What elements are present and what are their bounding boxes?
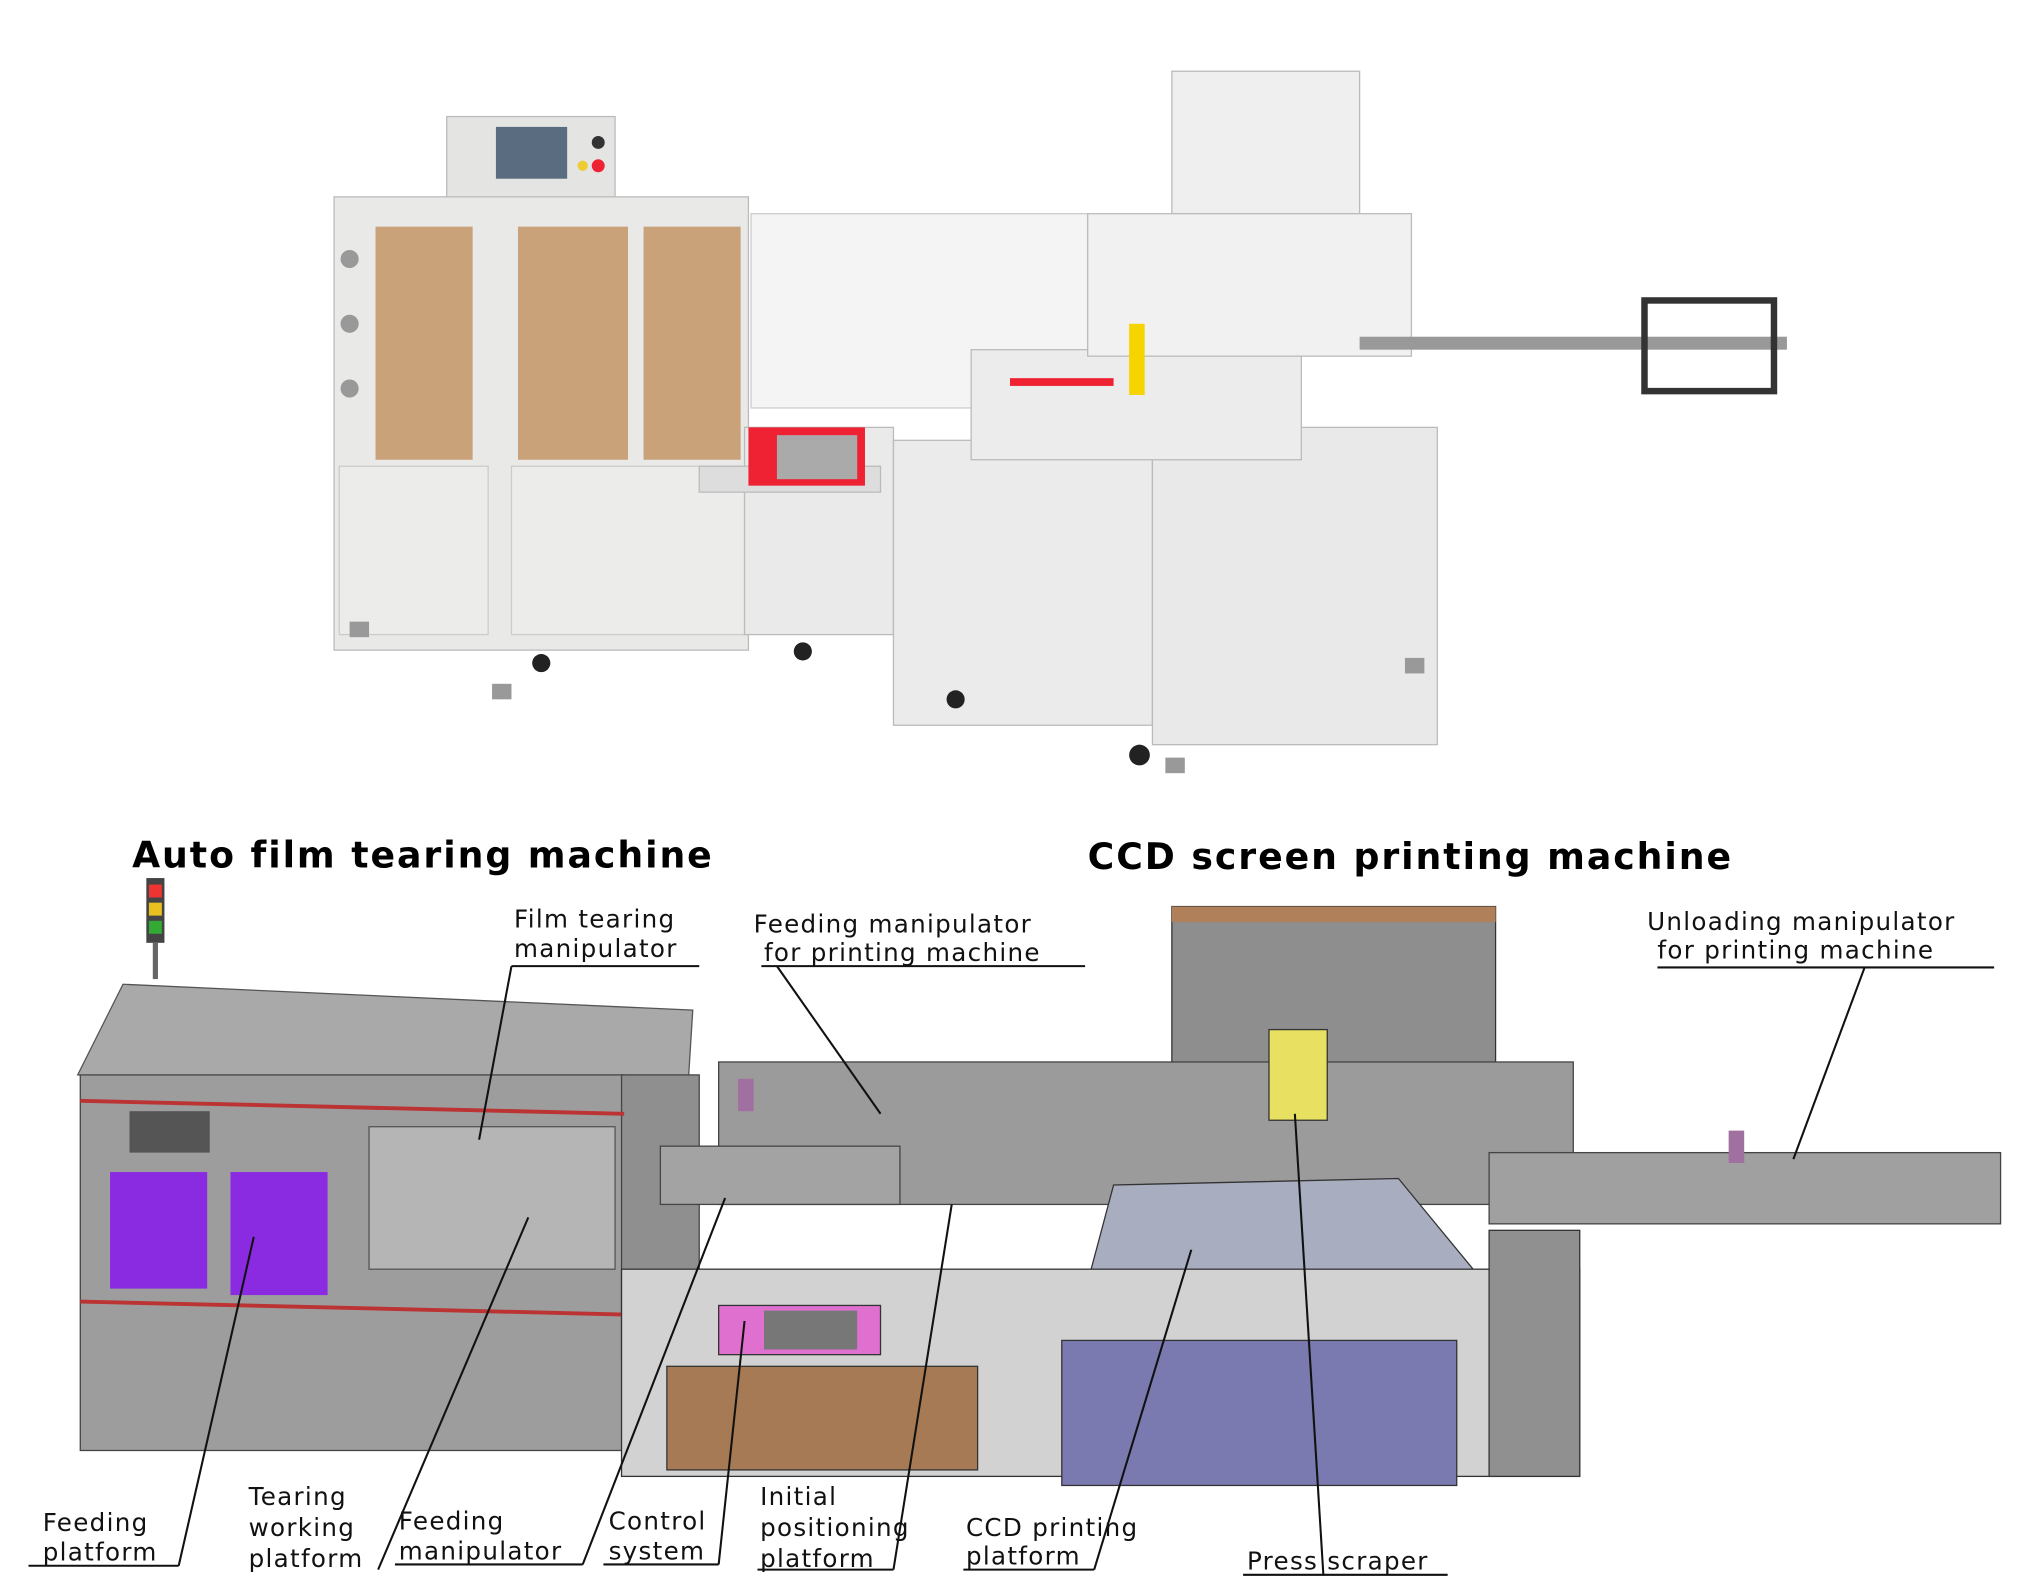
svg-text:Film tearing: Film tearing xyxy=(514,904,675,933)
machine-photo xyxy=(333,70,1787,774)
svg-text:platform: platform xyxy=(760,1544,875,1573)
svg-text:positioning: positioning xyxy=(760,1513,910,1542)
label-feeding-manipulator-printing: Feeding manipulator for printing machine xyxy=(754,909,1086,1115)
label-tearing-working-platform: Tearing working platform xyxy=(248,1216,530,1573)
svg-text:Feeding: Feeding xyxy=(43,1508,149,1537)
touchscreen-icon xyxy=(495,126,568,179)
label-ccd-printing-platform: CCD printing platform xyxy=(963,1249,1193,1571)
svg-text:CCD printing: CCD printing xyxy=(966,1513,1138,1542)
svg-text:Feeding manipulator: Feeding manipulator xyxy=(754,909,1032,938)
label-film-tearing-manipulator: Film tearing manipulator xyxy=(478,904,700,1140)
svg-text:working: working xyxy=(249,1513,356,1542)
label-unloading-manipulator-printing: Unloading manipulator for printing machi… xyxy=(1647,907,1995,1160)
svg-text:Initial: Initial xyxy=(760,1482,837,1511)
label-press-scraper: Press scraper xyxy=(1243,1113,1448,1576)
svg-text:Tearing: Tearing xyxy=(248,1482,347,1511)
svg-text:for printing machine: for printing machine xyxy=(1657,935,1934,964)
label-control-system: Control system xyxy=(603,1320,746,1566)
svg-text:Feeding: Feeding xyxy=(399,1506,505,1535)
svg-text:Control: Control xyxy=(609,1506,707,1535)
svg-text:platform: platform xyxy=(43,1538,158,1567)
svg-text:manipulator: manipulator xyxy=(399,1536,563,1565)
svg-text:Unloading manipulator: Unloading manipulator xyxy=(1647,907,1956,936)
svg-text:system: system xyxy=(609,1536,706,1565)
svg-text:manipulator: manipulator xyxy=(514,934,678,963)
title-ccd-screen-printing-machine: CCD screen printing machine xyxy=(1088,835,1733,878)
svg-text:platform: platform xyxy=(249,1544,364,1573)
svg-text:for printing machine: for printing machine xyxy=(764,938,1041,967)
title-auto-film-tearing-machine: Auto film tearing machine xyxy=(132,834,714,877)
cad-drawing xyxy=(76,878,2002,1487)
label-feeding-manipulator: Feeding manipulator xyxy=(394,1197,727,1566)
label-feeding-platform: Feeding platform xyxy=(28,1236,255,1567)
svg-text:platform: platform xyxy=(966,1541,1081,1570)
label-initial-positioning-platform: Initial positioning platform xyxy=(757,1204,953,1573)
svg-text:Press scraper: Press scraper xyxy=(1247,1547,1429,1576)
